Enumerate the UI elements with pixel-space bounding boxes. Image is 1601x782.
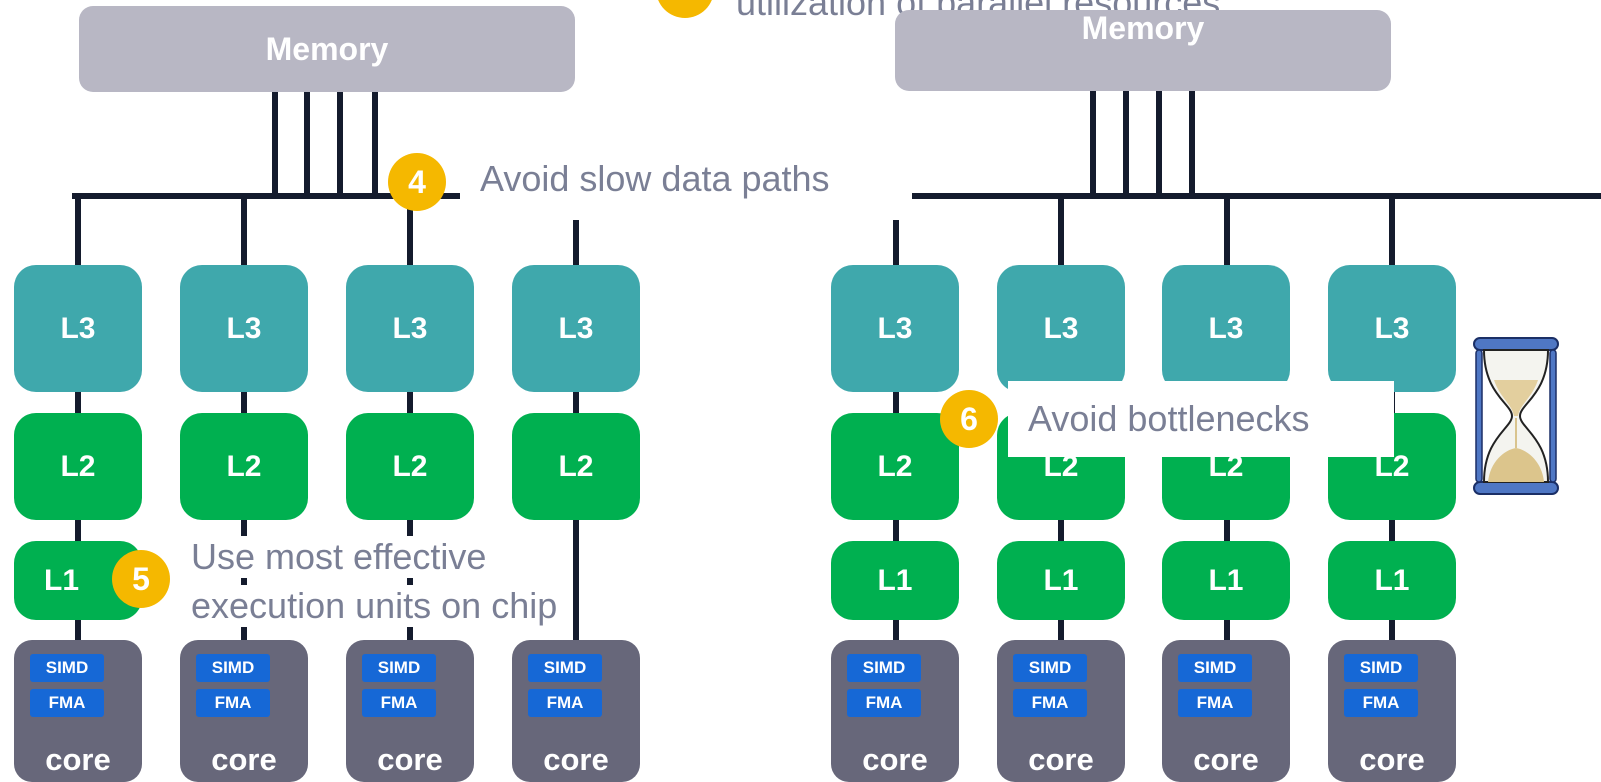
note-avoid-slow-paths: Avoid slow data paths bbox=[468, 158, 842, 200]
note-avoid-bottlenecks: Avoid bottlenecks bbox=[1028, 398, 1310, 439]
l2-cache: L2 bbox=[831, 413, 959, 520]
l1-cache: L1 bbox=[997, 541, 1125, 620]
core-label: core bbox=[45, 742, 111, 777]
l1-cache: L1 bbox=[831, 541, 959, 620]
l2-cache: L2 bbox=[346, 413, 474, 520]
l3-cache: L3 bbox=[512, 265, 640, 392]
note-effective-units-line1: Use most effective bbox=[191, 536, 487, 578]
badge-4: 4 bbox=[388, 153, 446, 211]
l3-cache: L3 bbox=[346, 265, 474, 392]
core-block: SIMD FMA core bbox=[180, 640, 308, 782]
l3-cache: L3 bbox=[180, 265, 308, 392]
simd-unit: SIMD bbox=[847, 654, 921, 682]
memory-block-right: Memory bbox=[895, 10, 1391, 91]
l3-cache: L3 bbox=[1328, 265, 1456, 392]
note-effective-units-line2: execution units on chip bbox=[191, 585, 558, 627]
simd-unit: SIMD bbox=[362, 654, 436, 682]
core-block: SIMD FMA core bbox=[346, 640, 474, 782]
l3-cache: L3 bbox=[997, 265, 1125, 392]
core-label: core bbox=[1359, 742, 1425, 777]
core-label: core bbox=[543, 742, 609, 777]
hourglass-icon bbox=[1473, 337, 1559, 495]
l3-cache: L3 bbox=[14, 265, 142, 392]
fma-unit: FMA bbox=[1013, 689, 1087, 717]
fma-unit: FMA bbox=[528, 689, 602, 717]
core-label: core bbox=[377, 742, 443, 777]
core-block: SIMD FMA core bbox=[997, 640, 1125, 782]
core-block: SIMD FMA core bbox=[512, 640, 640, 782]
fma-unit: FMA bbox=[30, 689, 104, 717]
core-block: SIMD FMA core bbox=[14, 640, 142, 782]
simd-unit: SIMD bbox=[1178, 654, 1252, 682]
l1-cache: L1 bbox=[1328, 541, 1456, 620]
simd-unit: SIMD bbox=[1013, 654, 1087, 682]
core-block: SIMD FMA core bbox=[1328, 640, 1456, 782]
core-block: SIMD FMA core bbox=[831, 640, 959, 782]
simd-unit: SIMD bbox=[1344, 654, 1418, 682]
badge-3-partial bbox=[656, 0, 714, 18]
simd-unit: SIMD bbox=[196, 654, 270, 682]
core-label: core bbox=[1193, 742, 1259, 777]
l3-cache: L3 bbox=[1162, 265, 1290, 392]
note-6-backdrop bbox=[1008, 381, 1394, 457]
fma-unit: FMA bbox=[362, 689, 436, 717]
l2-cache: L2 bbox=[512, 413, 640, 520]
simd-unit: SIMD bbox=[30, 654, 104, 682]
l2-cache: L2 bbox=[14, 413, 142, 520]
fma-unit: FMA bbox=[196, 689, 270, 717]
fma-unit: FMA bbox=[847, 689, 921, 717]
memory-block-left: Memory bbox=[79, 6, 575, 92]
badge-5: 5 bbox=[112, 550, 170, 608]
core-label: core bbox=[211, 742, 277, 777]
core-label: core bbox=[1028, 742, 1094, 777]
l3-cache: L3 bbox=[831, 265, 959, 392]
core-label: core bbox=[862, 742, 928, 777]
core-block: SIMD FMA core bbox=[1162, 640, 1290, 782]
l2-cache: L2 bbox=[180, 413, 308, 520]
badge-6: 6 bbox=[940, 390, 998, 448]
fma-unit: FMA bbox=[1178, 689, 1252, 717]
fma-unit: FMA bbox=[1344, 689, 1418, 717]
l1-cache: L1 bbox=[1162, 541, 1290, 620]
simd-unit: SIMD bbox=[528, 654, 602, 682]
